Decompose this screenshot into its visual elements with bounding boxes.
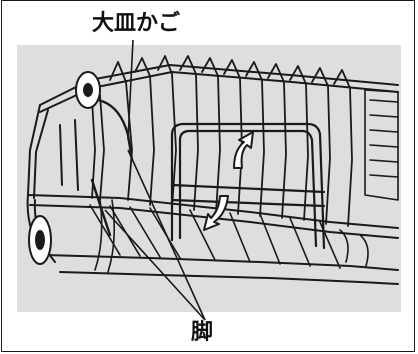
legs-label: 脚 (191, 320, 214, 345)
cutlery-tray (339, 89, 399, 267)
basket-label: 大皿かご (92, 11, 181, 36)
basket-legs (90, 98, 134, 237)
wheel-icon (28, 71, 101, 265)
folding-rack (170, 122, 326, 250)
legs-leader-line-1 (127, 149, 206, 321)
basket-tines (91, 55, 353, 227)
arrow-up-icon (233, 131, 254, 169)
legs-leader-line-2 (104, 209, 206, 321)
leader-lines (104, 39, 206, 321)
basket-leader-line (127, 39, 134, 141)
basket-bottom-rail (27, 194, 399, 285)
arrow-down-icon (203, 195, 229, 231)
